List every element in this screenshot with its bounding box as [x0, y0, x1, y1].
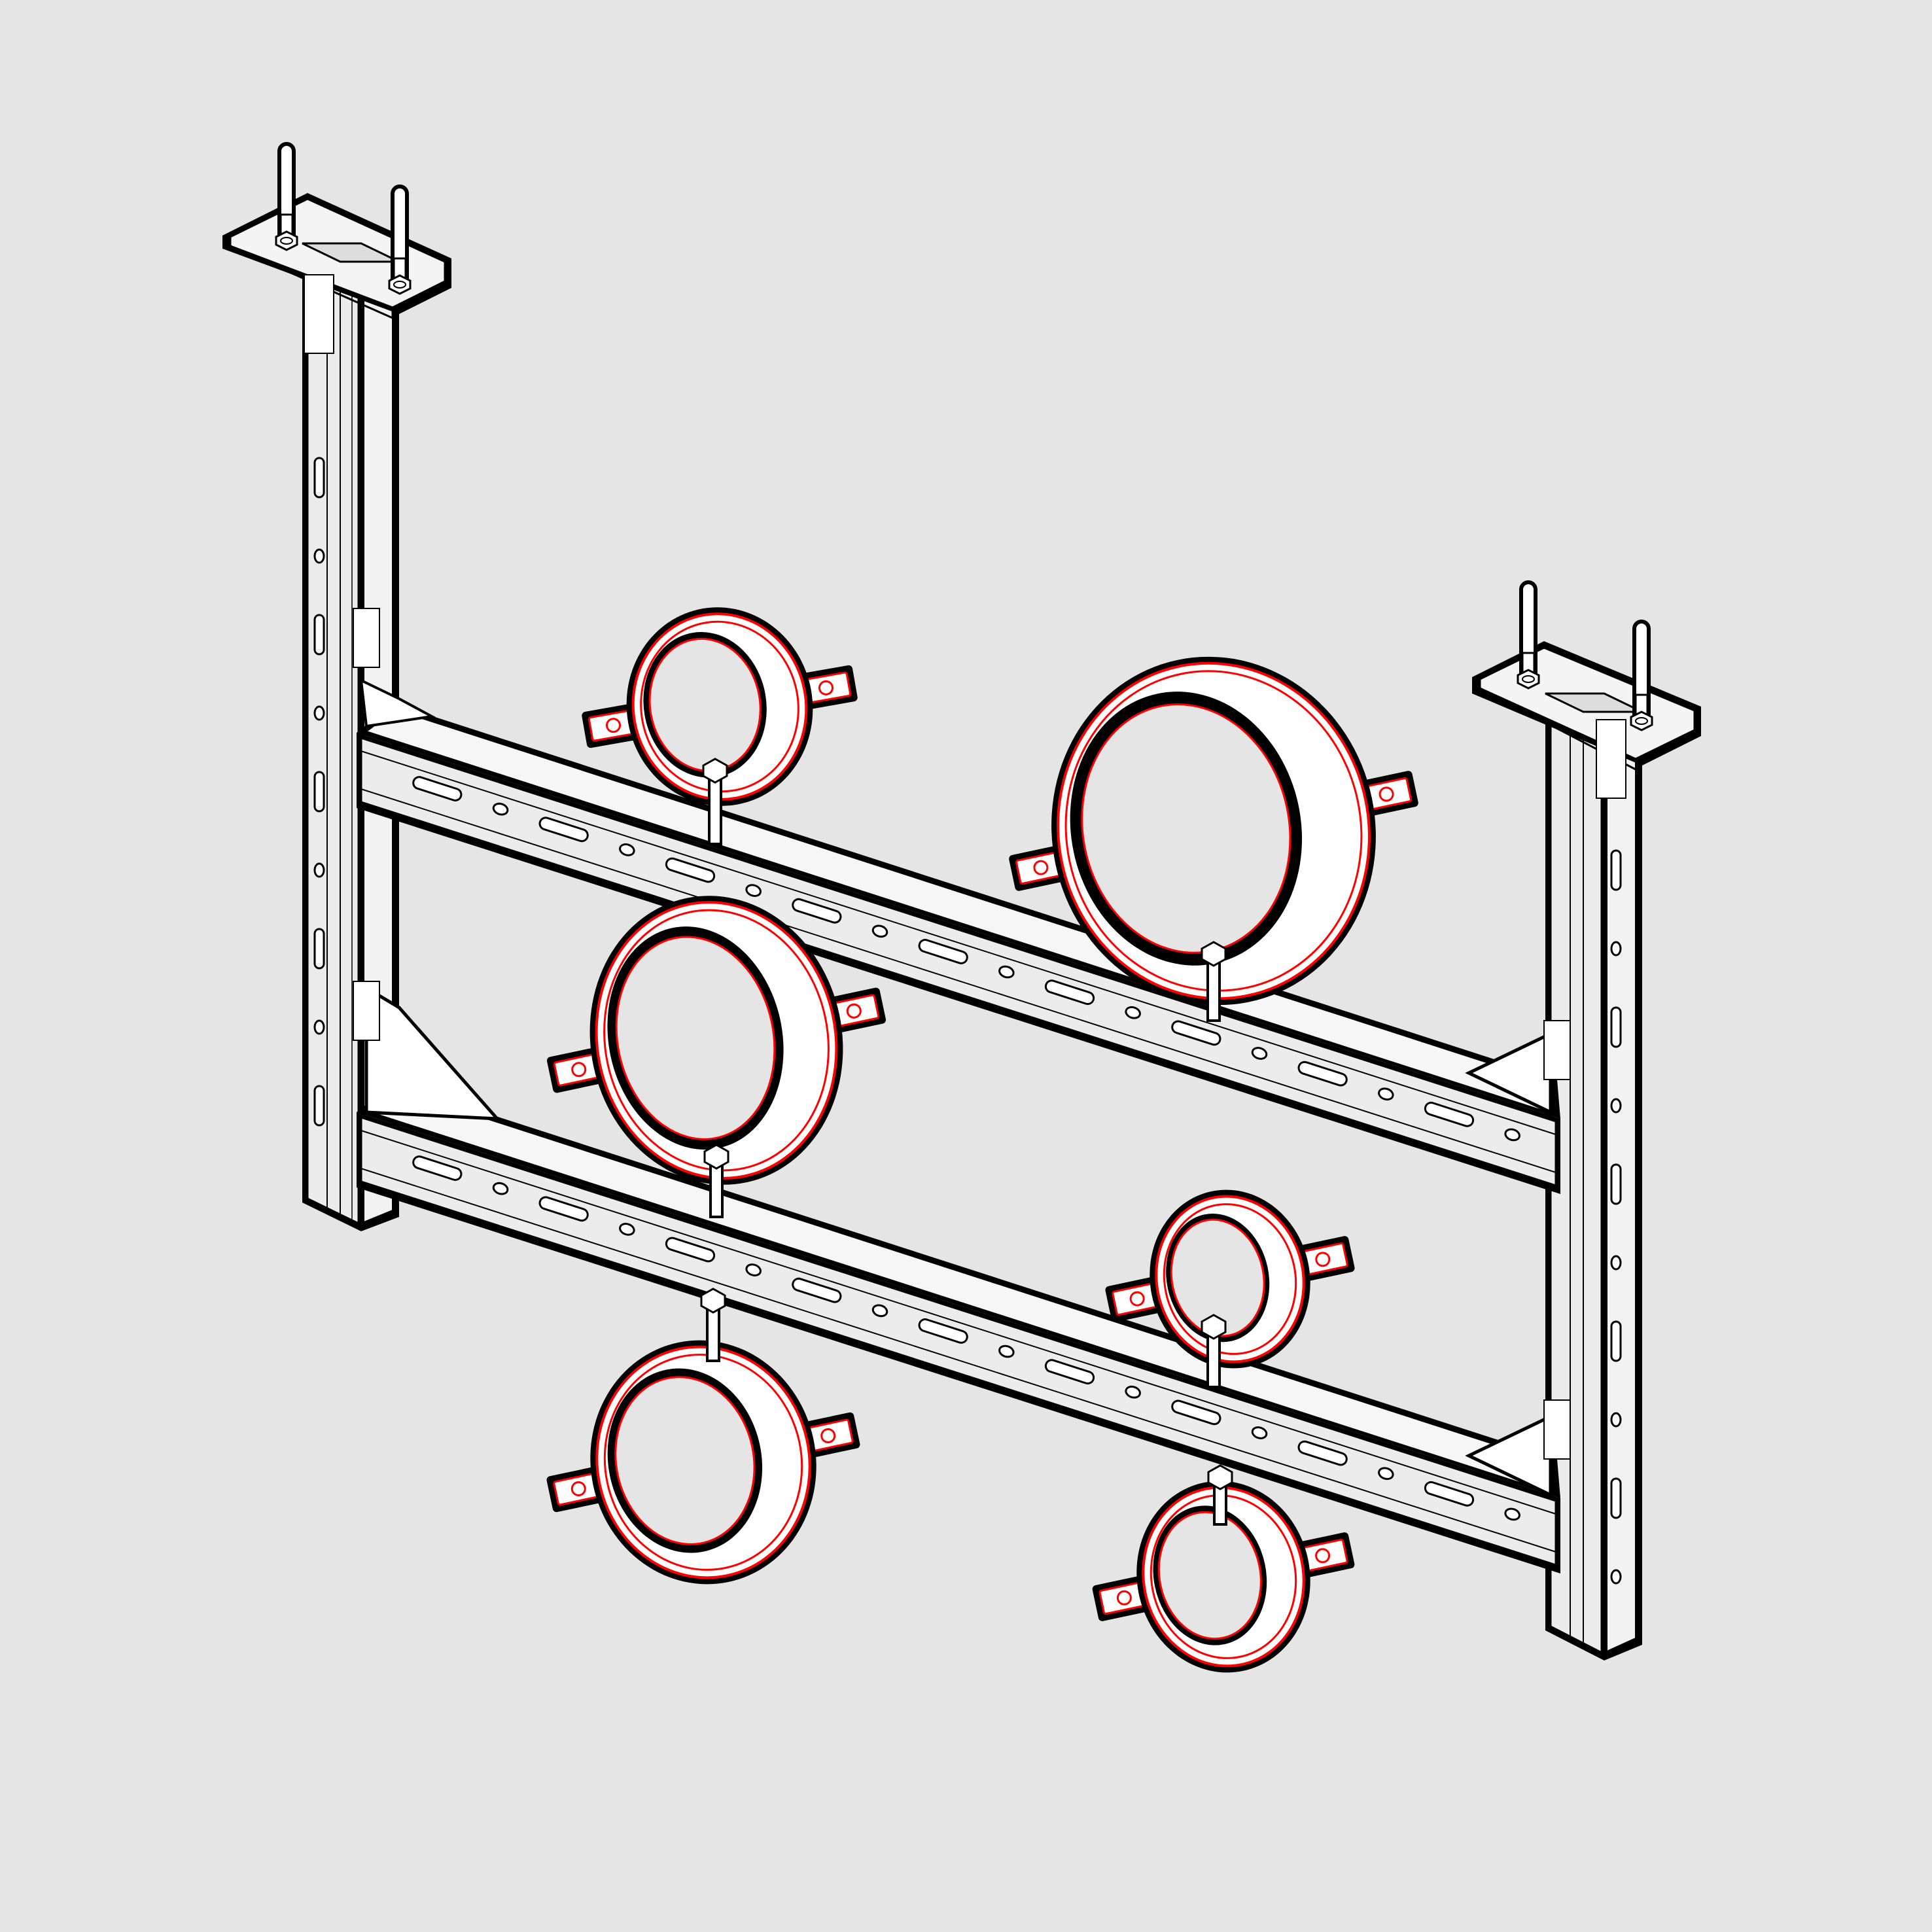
post-hole [313, 1019, 325, 1035]
beam-slot [1424, 1481, 1475, 1507]
beam-slot [1424, 1101, 1475, 1127]
clamp-ring-hole [614, 1376, 756, 1545]
beam-slot [1171, 1020, 1221, 1046]
right-base-plate [1472, 580, 1701, 771]
beam-hole [1125, 1006, 1141, 1019]
corner-brackets [304, 274, 1626, 1498]
clamp-upper-small [582, 607, 858, 806]
beam-slot [1297, 1440, 1348, 1466]
beam-hole [871, 1304, 888, 1318]
hex-nut [702, 758, 728, 784]
post-slot [313, 614, 325, 656]
clamp-ring-hole [1157, 1511, 1262, 1640]
post-hole [313, 862, 325, 878]
upper-beam [357, 703, 1560, 1194]
post-hole [1610, 1412, 1622, 1428]
clamp-lower-right [1092, 1481, 1355, 1673]
post-slot [1610, 1006, 1622, 1048]
clamp-middle-large [546, 896, 887, 1185]
beam-hole [492, 802, 509, 816]
clamp-bolt-hole [1315, 1548, 1331, 1564]
post-slot [1610, 849, 1622, 891]
post-hole [313, 548, 325, 564]
clamp-bolt-hole [846, 1003, 862, 1019]
clamp-bolt-hole [1129, 1291, 1145, 1307]
clamp-middle-small [1105, 1189, 1355, 1369]
beam-hole [1251, 1426, 1268, 1439]
left-base-plate [222, 142, 451, 319]
beam-slot [665, 857, 716, 883]
post-slot [313, 771, 325, 813]
beam-hole [998, 1344, 1015, 1358]
clamp-bolt-hole [818, 680, 834, 695]
post-hole [313, 705, 325, 721]
clamp-bolt-hole [571, 1062, 587, 1078]
beam-hole [1504, 1507, 1520, 1521]
hex-nut [703, 1144, 729, 1170]
left-post-slots [313, 457, 325, 1127]
beam-slot [918, 1318, 968, 1344]
pipe-clamps [546, 607, 1418, 1673]
post-hole [1610, 1569, 1622, 1585]
beam-hole [745, 1263, 762, 1276]
post-slot [313, 1085, 325, 1127]
post-hole [1610, 941, 1622, 957]
post-slot [1610, 1320, 1622, 1362]
beam-slot [1044, 1359, 1095, 1385]
beam-slot [1171, 1399, 1221, 1426]
beam-slot [412, 1155, 463, 1181]
clamp-bolt-hole [820, 1428, 836, 1443]
beam-hole [492, 1182, 509, 1195]
beam-hole [998, 965, 1015, 979]
right-post-slots [1610, 849, 1622, 1585]
beam-hole [619, 843, 635, 856]
clamp-bolt-hole [1116, 1590, 1132, 1606]
beam-slot [1297, 1061, 1348, 1087]
beam-hole [745, 884, 762, 897]
beam-slot [792, 1277, 842, 1303]
beam-hole [871, 924, 888, 938]
post-hole [1610, 1098, 1622, 1114]
beam-slot [538, 1196, 589, 1222]
right-post [1545, 692, 1642, 1660]
post-slot [313, 457, 325, 499]
clamp-bolt-hole [1379, 786, 1394, 802]
beam-hole [1378, 1087, 1394, 1101]
hex-nut [1207, 1464, 1233, 1490]
beam-slot [665, 1237, 716, 1263]
beam-hole [1378, 1467, 1394, 1481]
clamp-bolt-hole [1033, 860, 1049, 875]
beam-hole [1504, 1128, 1520, 1142]
beam-slot [538, 817, 589, 843]
upper-beam-slots [412, 776, 1520, 1142]
lower-beam [357, 1083, 1560, 1573]
beam-slot [412, 776, 463, 801]
post-hole [1610, 1255, 1622, 1271]
hex-nut [700, 1288, 726, 1314]
clamp-bolt-hole [606, 718, 622, 733]
beam-slot [918, 939, 968, 964]
beam-hole [1125, 1385, 1141, 1399]
clamp-bolt-hole [571, 1481, 586, 1497]
beam-slot [792, 898, 842, 924]
hex-nut [1201, 941, 1227, 967]
clamp-upper-large [1009, 656, 1418, 1006]
beam-slot [1044, 979, 1095, 1006]
clamp-ring-hole [615, 936, 776, 1140]
clamp-bolt-hole [1315, 1252, 1331, 1267]
hex-nut [1201, 1314, 1227, 1340]
post-slot [1610, 1163, 1622, 1205]
post-slot [1610, 1477, 1622, 1519]
threaded-rods [700, 758, 1233, 1526]
post-slot [313, 928, 325, 970]
lower-beam-slots [412, 1155, 1520, 1521]
clamp-lower-left [546, 1340, 860, 1585]
beam-hole [619, 1223, 635, 1236]
clamp-ring-hole [1170, 1218, 1265, 1337]
beam-hole [1251, 1047, 1268, 1060]
